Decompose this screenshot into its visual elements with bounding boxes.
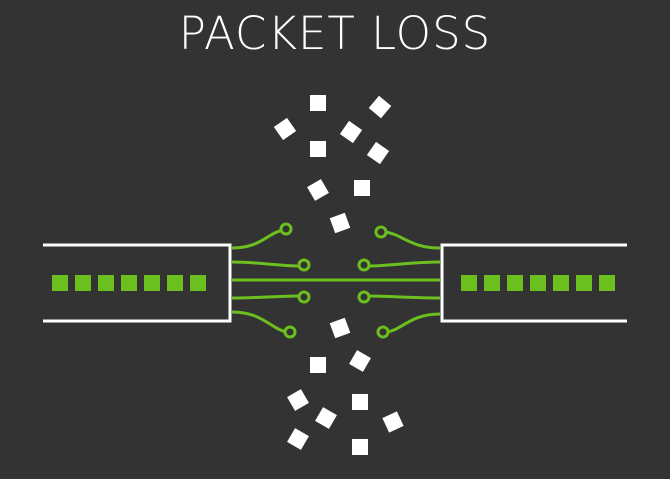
wire-strand — [367, 294, 441, 300]
wire-strand — [384, 230, 441, 250]
wire-strands — [231, 228, 441, 334]
white-lost-packet — [287, 428, 309, 450]
green-packet — [461, 275, 477, 291]
white-lost-packet — [329, 212, 351, 234]
strand-end-ring — [297, 290, 311, 304]
wire-strand-ends — [279, 222, 390, 339]
strand-end-ring — [283, 325, 297, 339]
white-lost-packet — [310, 95, 326, 111]
cable-end-left — [43, 243, 232, 323]
white-lost-packet — [273, 117, 297, 141]
green-packet — [121, 275, 137, 291]
green-packet — [484, 275, 500, 291]
green-packet — [599, 275, 615, 291]
cable-end-right — [440, 243, 627, 323]
strand-end-ring — [357, 258, 371, 272]
green-packet — [52, 275, 68, 291]
strand-end-ring — [297, 258, 311, 272]
white-lost-packet — [382, 411, 404, 433]
wire-strand — [231, 294, 301, 300]
green-packet — [144, 275, 160, 291]
white-lost-packet — [366, 141, 390, 165]
lost-packets — [273, 95, 404, 455]
wire-strand — [231, 260, 301, 268]
wire-strand — [231, 310, 287, 334]
right-packet-row — [461, 275, 615, 291]
left-packet-row — [52, 275, 206, 291]
green-packet — [530, 275, 546, 291]
wire-strand — [386, 312, 441, 334]
white-lost-packet — [354, 180, 370, 196]
white-lost-packet — [310, 357, 326, 373]
page-title: PACKET LOSS — [178, 7, 492, 60]
white-lost-packet — [287, 389, 309, 411]
wire-strand — [367, 260, 441, 268]
white-lost-packet — [349, 350, 371, 372]
green-packet — [98, 275, 114, 291]
strand-end-ring — [374, 225, 388, 239]
green-packet — [75, 275, 91, 291]
white-lost-packet — [329, 317, 351, 339]
strand-end-ring — [279, 222, 293, 236]
white-lost-packet — [352, 439, 368, 455]
white-lost-packet — [352, 394, 368, 410]
white-lost-packet — [339, 120, 363, 144]
strand-end-ring — [357, 290, 371, 304]
white-lost-packet — [368, 95, 392, 119]
strand-end-ring — [376, 325, 390, 339]
green-packet — [576, 275, 592, 291]
wire-strand — [231, 228, 285, 250]
green-packet — [167, 275, 183, 291]
green-packet — [553, 275, 569, 291]
white-lost-packet — [307, 179, 329, 201]
green-packet — [190, 275, 206, 291]
green-packet — [507, 275, 523, 291]
white-lost-packet — [315, 407, 337, 429]
white-lost-packet — [310, 141, 326, 157]
